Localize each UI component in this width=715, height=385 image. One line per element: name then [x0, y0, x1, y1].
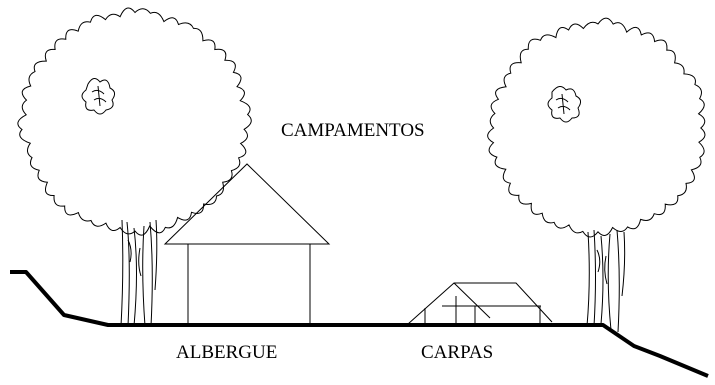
tent-front-outline: [407, 282, 553, 325]
left-tree-canopy: [17, 7, 252, 236]
shelter: [163, 163, 331, 325]
shelter-roof: [163, 163, 331, 245]
ground-profile: [10, 270, 709, 378]
shelter-label: ALBERGUE: [176, 342, 277, 363]
right-tree-canopy: [487, 17, 706, 238]
tent-front-face: [453, 282, 491, 319]
left-tree: [17, 7, 252, 327]
title-label: CAMPAMENTOS: [281, 120, 425, 141]
right-tree: [487, 17, 706, 333]
left-tree-trunk: [120, 219, 158, 327]
right-tree-trunk: [586, 229, 626, 333]
left-tree-knot: [81, 78, 116, 115]
right-tree-knot: [547, 86, 582, 123]
tents-label: CARPAS: [421, 342, 493, 363]
tents: [407, 282, 553, 325]
